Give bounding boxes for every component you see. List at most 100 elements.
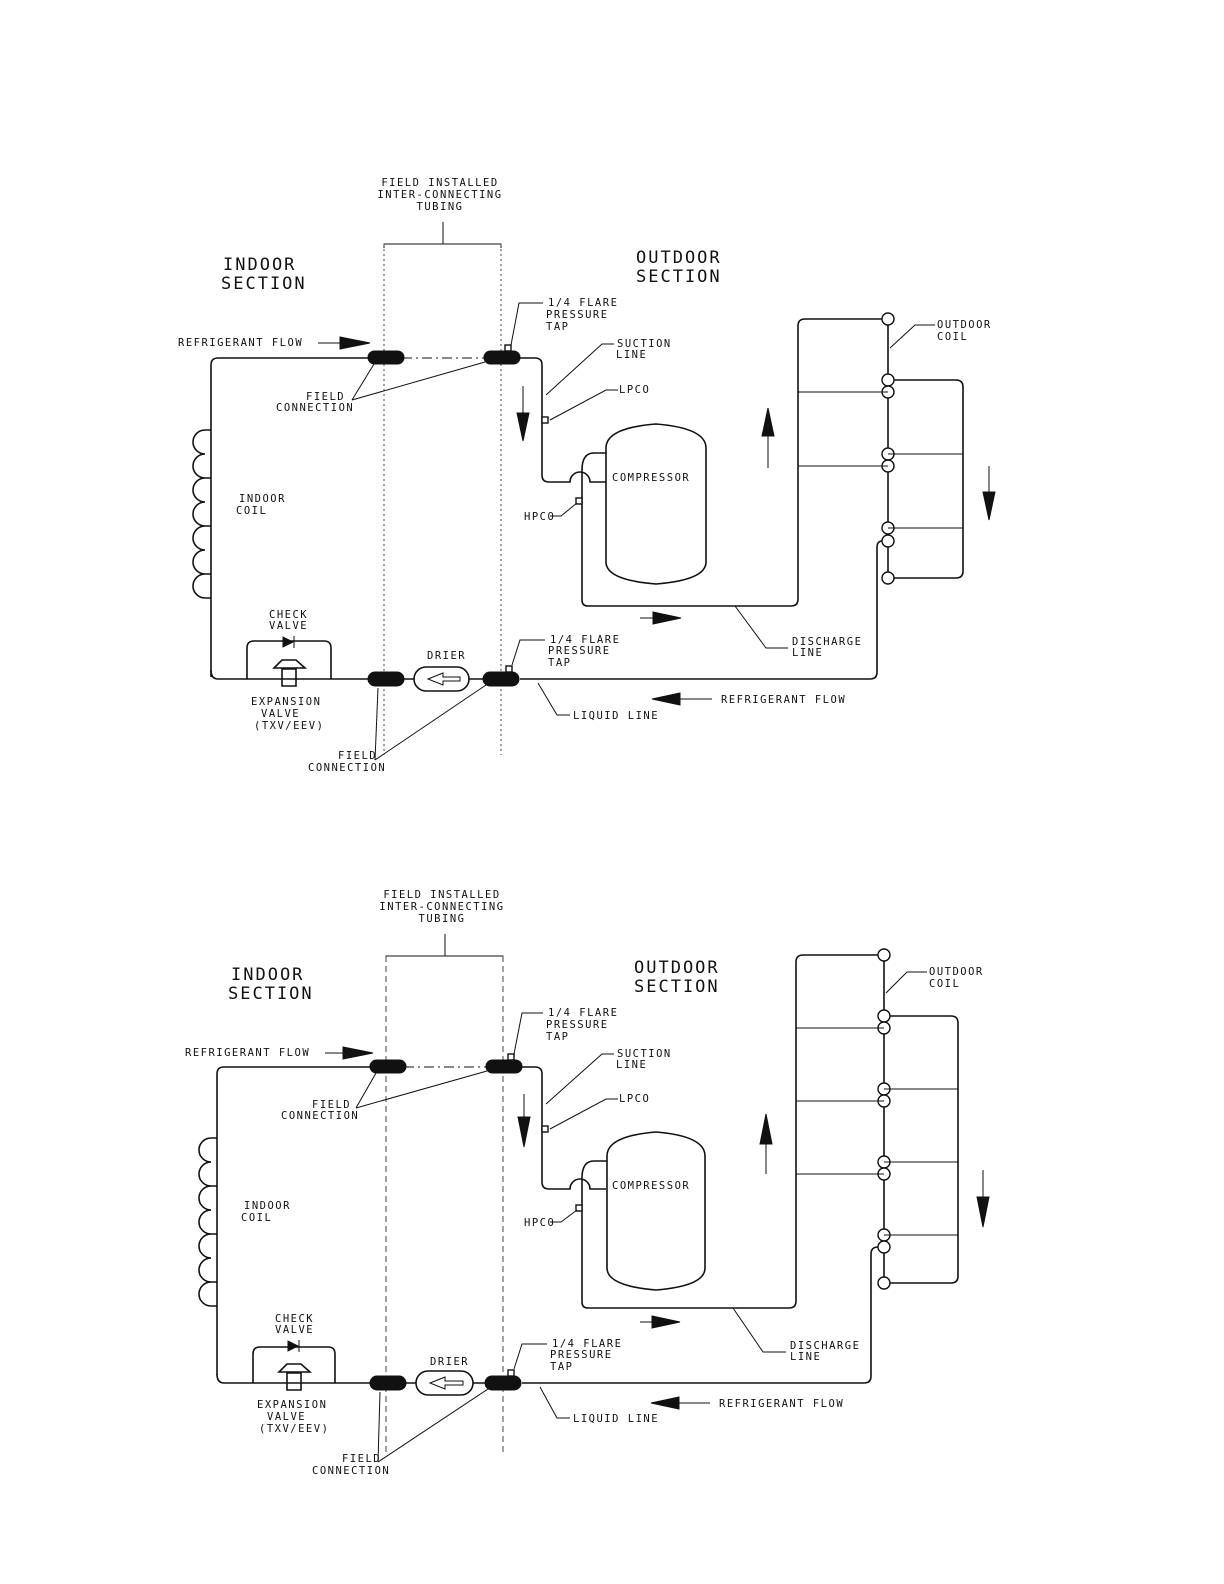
compressor-label: COMPRESSOR xyxy=(612,1180,690,1192)
flare-tap-label: 1/4 FLARE xyxy=(550,634,620,646)
indoor-section-label: SECTION xyxy=(221,274,307,294)
compressor-label: COMPRESSOR xyxy=(612,472,690,484)
flow-arrow-up xyxy=(759,1113,773,1145)
discharge-line-label: LINE xyxy=(792,647,823,659)
drier xyxy=(413,666,470,692)
field-connection-fitting xyxy=(482,671,520,687)
field-connection-fitting xyxy=(483,350,521,365)
leader xyxy=(511,639,545,666)
field-connection-fitting xyxy=(369,1375,407,1391)
pressure-tap xyxy=(505,665,513,673)
pressure-tap xyxy=(507,1053,515,1061)
hpco-switch xyxy=(575,1204,583,1212)
field-installed-label: FIELD INSTALLED xyxy=(381,177,498,189)
flow-arrow-left xyxy=(651,692,681,706)
indoor-coil-label: INDOOR xyxy=(244,1200,291,1212)
leader xyxy=(545,1053,614,1105)
flare-tap-label: 1/4 FLARE xyxy=(548,1007,618,1019)
indoor-liquid-line xyxy=(216,1373,370,1384)
field-installed-label: INTER-CONNECTING xyxy=(377,189,502,201)
discharge-line-label: DISCHARGE xyxy=(790,1340,860,1352)
expansion-valve-label: (TXV/EEV) xyxy=(254,720,324,732)
lpco-switch xyxy=(541,416,549,424)
leader xyxy=(550,502,578,517)
leader xyxy=(351,361,486,401)
indoor-coil-label: INDOOR xyxy=(239,493,286,505)
check-valve-icon xyxy=(287,1340,300,1352)
field-connection-label: FIELD xyxy=(312,1099,351,1111)
expansion-valve-icon xyxy=(272,659,308,687)
leader xyxy=(510,302,543,346)
compressor-shell xyxy=(606,1131,706,1291)
outdoor-coil-label: COIL xyxy=(937,331,968,343)
field-connection-label: FIELD xyxy=(306,391,345,403)
field-installed-label: TUBING xyxy=(417,201,464,213)
flare-tap-label: TAP xyxy=(550,1361,573,1373)
flare-tap-label: TAP xyxy=(546,1031,569,1043)
leader xyxy=(377,1388,489,1463)
flare-tap-label: PRESSURE xyxy=(546,1019,609,1031)
field-connection-label: CONNECTION xyxy=(281,1110,359,1122)
leader xyxy=(545,343,614,396)
discharge-tube xyxy=(581,954,884,1309)
lpco-switch xyxy=(541,1125,549,1133)
flare-tap-label: PRESSURE xyxy=(548,645,611,657)
expansion-valve-label: VALVE xyxy=(261,708,300,720)
check-valve-label: VALVE xyxy=(275,1324,314,1336)
leader xyxy=(732,1307,786,1353)
leader xyxy=(549,389,618,421)
field-connection-label: FIELD xyxy=(342,1453,381,1465)
refrigerant-flow-label: REFRIGERANT FLOW xyxy=(721,694,846,706)
leader xyxy=(513,1012,543,1055)
suction-tubing xyxy=(210,357,372,677)
leader xyxy=(550,1209,578,1223)
expansion-valve-label: (TXV/EEV) xyxy=(259,1423,329,1435)
check-valve-label: CHECK xyxy=(275,1313,314,1325)
check-valve-bypass xyxy=(252,1346,336,1383)
compressor-suction-stub xyxy=(581,1160,607,1179)
suction-line-label: SUCTION xyxy=(617,338,672,350)
outdoor-section-label: OUTDOOR xyxy=(634,958,720,978)
indoor-coil-label: COIL xyxy=(236,505,267,517)
indoor-liquid-line xyxy=(210,669,368,680)
field-connection-label: CONNECTION xyxy=(308,762,386,774)
drier-label: DRIER xyxy=(427,650,466,662)
lpco-label: LPCO xyxy=(619,1093,650,1105)
outdoor-section-label: SECTION xyxy=(634,977,720,997)
refrigerant-circuit-diagram-2: FIELD INSTALLED INTER-CONNECTING TUBING … xyxy=(185,889,990,1477)
expansion-valve-label: EXPANSION xyxy=(257,1399,327,1411)
field-installed-label: FIELD INSTALLED xyxy=(383,889,500,901)
leader xyxy=(513,1343,547,1370)
flow-arrow-left xyxy=(650,1396,680,1410)
discharge-line-label: DISCHARGE xyxy=(792,636,862,648)
indoor-coil xyxy=(198,1137,217,1307)
check-valve-label: VALVE xyxy=(269,620,308,632)
discharge-line-label: LINE xyxy=(790,1351,821,1363)
flow-arrow-right xyxy=(652,611,682,625)
drier-arrow xyxy=(426,672,461,686)
field-installed-label: INTER-CONNECTING xyxy=(379,901,504,913)
field-connection-fitting xyxy=(367,350,405,365)
hpco-switch xyxy=(575,497,583,505)
expansion-valve-icon xyxy=(277,1363,313,1391)
liquid-line-label: LIQUID LINE xyxy=(573,710,659,722)
tubing-bracket xyxy=(385,934,504,960)
leader xyxy=(539,1386,570,1419)
suction-line-label: LINE xyxy=(616,349,647,361)
indoor-section-label: SECTION xyxy=(228,984,314,1004)
flare-tap-label: PRESSURE xyxy=(546,309,609,321)
flare-tap-label: PRESSURE xyxy=(550,1349,613,1361)
field-connection-fitting xyxy=(367,671,405,687)
suction-line xyxy=(522,1066,606,1190)
outdoor-coil-circuits xyxy=(798,312,964,585)
leader xyxy=(889,324,935,349)
outdoor-coil-label: OUTDOOR xyxy=(929,966,984,978)
check-valve-icon xyxy=(282,636,295,648)
flow-arrow-right xyxy=(339,336,371,350)
outdoor-coil-circuits xyxy=(796,948,959,1290)
flow-arrow-down xyxy=(976,1196,990,1228)
indoor-section-label: INDOOR xyxy=(223,255,296,275)
drier-label: DRIER xyxy=(430,1356,469,1368)
field-connection-fitting xyxy=(485,1059,523,1074)
flow-arrow-down xyxy=(517,1116,531,1148)
